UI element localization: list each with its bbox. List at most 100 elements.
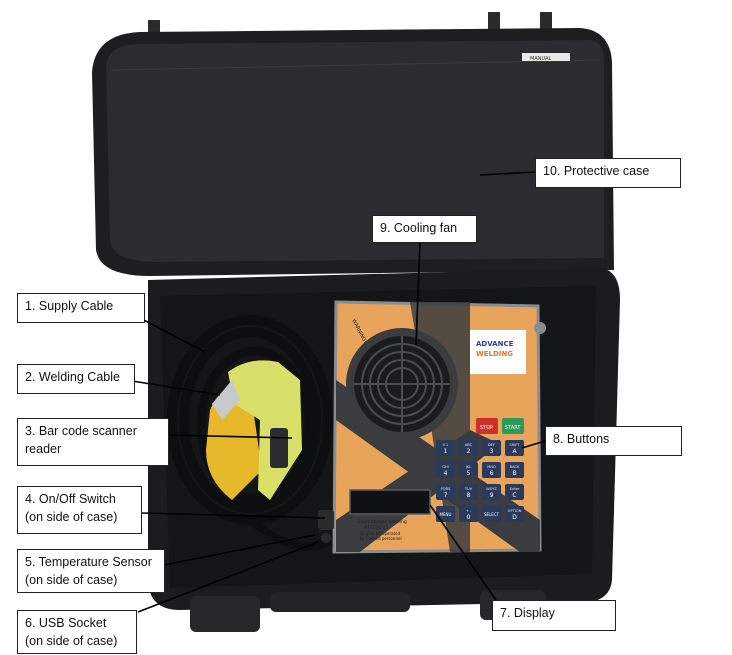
keypad-key-face[interactable] [505, 462, 524, 478]
keypad-key-label: 6 [490, 470, 494, 477]
keypad-key[interactable]: 0 11 [436, 440, 455, 456]
label-buttons: 8. Buttons [545, 426, 682, 456]
label-supply-cable: 1. Supply Cable [17, 293, 145, 323]
keypad-key[interactable]: + -0 [459, 506, 478, 522]
keypad-key-sublabel: OPTION [508, 509, 522, 513]
keypad-key-sublabel: WXYZ [486, 487, 497, 491]
callout-line-case [479, 171, 536, 176]
label-barcode-scanner: 3. Bar code scanner reader [17, 418, 169, 466]
keypad-key-sublabel: ABC [465, 443, 473, 447]
keypad-key-sublabel: DEF [488, 443, 495, 447]
manual-sticker-text: MANUAL [530, 56, 552, 62]
keypad-key-sublabel: MNO [487, 465, 496, 469]
keypad-key-face[interactable] [505, 506, 524, 522]
keypad-key-sublabel: BACK [510, 465, 520, 469]
brand-line-1: ADVANCE [476, 340, 514, 348]
keypad-key-face[interactable] [482, 440, 501, 456]
keypad-key-face[interactable] [436, 506, 455, 522]
keypad-key[interactable]: MENU [436, 506, 455, 522]
keypad-key-sublabel: SHIFT [509, 443, 520, 447]
keypad-key-face[interactable] [482, 484, 501, 500]
callout-line-scanner [167, 434, 293, 439]
keypad-key-label: 0 [467, 514, 471, 521]
callout-line-temp [163, 534, 316, 566]
callout-line-supply [139, 317, 206, 353]
keypad-key-sublabel: 0 1 [443, 443, 449, 447]
brand-line-2: WELDING [476, 350, 513, 358]
label-temperature-sensor: 5. Temperature Sensor (on side of case) [17, 549, 165, 593]
keypad: 0 11ABC2DEF3SHIFTAGHI4JKL5MNO6BACKBPQRS7… [436, 440, 524, 522]
side-connectors [318, 322, 546, 543]
keypad-key-sublabel: GHI [442, 465, 449, 469]
keypad-key[interactable]: SELECT [482, 506, 501, 522]
cable-coils [167, 315, 333, 551]
keypad-key-sublabel: PQRS [441, 487, 451, 491]
stop-start-buttons: STOP START [476, 418, 524, 434]
keypad-key-label: 7 [444, 492, 448, 499]
brand-logo [470, 330, 526, 374]
keypad-key-face[interactable] [459, 440, 478, 456]
keypad-key-label: C [512, 492, 516, 499]
keypad-key-label: MENU [440, 512, 452, 517]
start-label: START [505, 425, 521, 431]
display-screen: Electrofusion Welding AT3150 V2 Only to … [349, 489, 431, 541]
model-line-4: by trained personnel [360, 536, 402, 541]
keypad-key-face[interactable] [505, 440, 524, 456]
keypad-key-label: B [512, 470, 516, 477]
model-line-1: Electrofusion Welding [358, 519, 407, 525]
label-onoff-switch: 4. On/Off Switch (on side of case) [17, 486, 142, 534]
keypad-key-label: A [512, 448, 517, 455]
keypad-key-face[interactable] [482, 506, 501, 522]
stop-button[interactable] [476, 418, 498, 434]
callout-line-display [429, 504, 497, 601]
keypad-key-face[interactable] [436, 484, 455, 500]
callout-line-buttons [521, 440, 546, 449]
callout-line-usb [137, 541, 319, 613]
keypad-key-label: 4 [444, 470, 448, 477]
keypad-key-face[interactable] [459, 506, 478, 522]
keypad-key-label: 8 [467, 492, 471, 499]
keypad-key-label: 1 [444, 448, 448, 455]
manual-sticker [522, 53, 570, 61]
barcode-scanner [206, 360, 302, 500]
keypad-key-face[interactable] [459, 484, 478, 500]
keypad-key-sublabel: JKL [465, 465, 471, 469]
model-line-2: AT3150 V2 [364, 525, 388, 531]
model-line-3: Only to be operated [360, 531, 401, 536]
keypad-key-face[interactable] [482, 462, 501, 478]
callout-line-fan [415, 242, 421, 346]
keypad-key-label: 3 [490, 448, 494, 455]
stop-label: STOP [480, 425, 493, 431]
keypad-key-sublabel: Enter [510, 487, 520, 491]
keypad-key-label: D [512, 514, 517, 521]
keypad-key-label: 2 [467, 448, 471, 455]
keypad-key-sublabel: + - [466, 509, 472, 513]
keypad-key-sublabel: TUV [464, 487, 473, 491]
case-lid: MANUAL [92, 12, 614, 276]
label-display: 7. Display [492, 600, 616, 631]
callout-lines [131, 171, 546, 613]
start-button[interactable] [502, 418, 524, 434]
callout-line-switch [141, 512, 326, 519]
keypad-key-face[interactable] [459, 462, 478, 478]
keypad-key-label: 9 [490, 492, 494, 499]
keypad-key-face[interactable] [436, 440, 455, 456]
keypad-key-label: SELECT [484, 512, 500, 517]
keypad-key-label: 5 [467, 470, 471, 477]
cooling-fan-icon [346, 328, 458, 440]
keypad-key-face[interactable] [436, 462, 455, 478]
keypad-key-face[interactable] [505, 484, 524, 500]
